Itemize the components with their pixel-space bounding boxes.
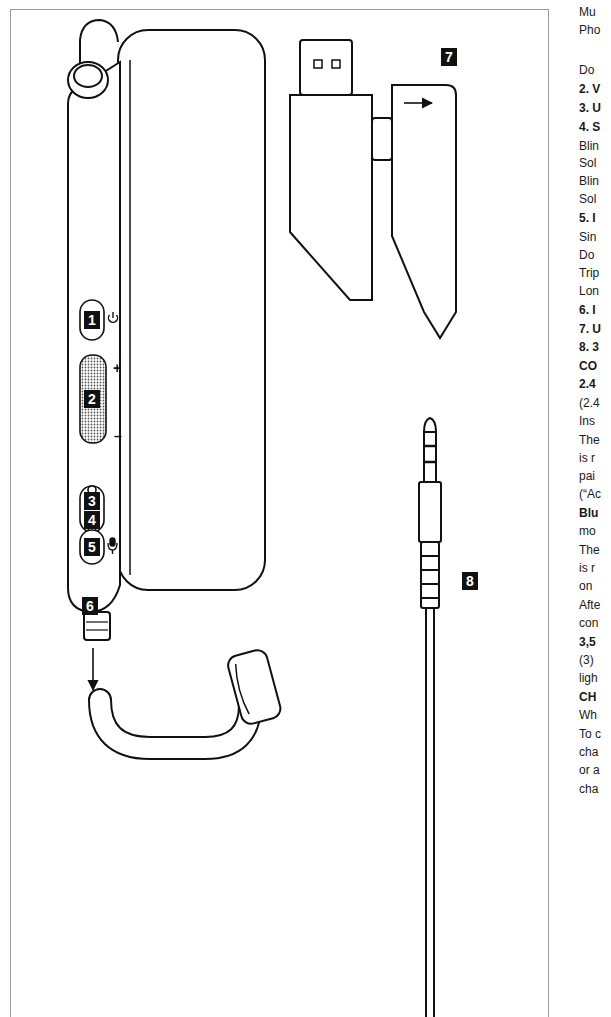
manual-text: 8. 3 xyxy=(579,340,599,354)
manual-text: is r xyxy=(579,561,595,575)
manual-text: Lon xyxy=(579,284,599,298)
manual-text: con xyxy=(579,616,598,630)
manual-text: Sol xyxy=(579,156,596,170)
audio-jack xyxy=(419,418,441,1017)
manual-text: CH xyxy=(579,690,596,704)
manual-text: Trip xyxy=(579,266,599,280)
manual-text: Ins xyxy=(579,414,595,428)
manual-text: Mu xyxy=(579,5,596,19)
mic-boom xyxy=(84,612,283,748)
callout-number: 6 xyxy=(82,597,98,615)
callout-number: 8 xyxy=(462,572,478,590)
usb-dongle xyxy=(290,40,456,338)
manual-text: Afte xyxy=(579,598,600,612)
manual-text: Sin xyxy=(579,230,596,244)
manual-text: Pho xyxy=(579,23,600,37)
manual-text: 2.4 xyxy=(579,377,596,391)
power-icon xyxy=(109,312,118,322)
manual-text: (3) xyxy=(579,653,594,667)
manual-text: 4. S xyxy=(579,120,600,134)
manual-text: CO xyxy=(579,359,597,373)
manual-text: The xyxy=(579,543,600,557)
manual-text: cha xyxy=(579,782,598,796)
buttons xyxy=(80,300,106,564)
panel-frame xyxy=(11,10,549,1017)
manual-text: Blu xyxy=(579,506,598,520)
callout-number: 2 xyxy=(84,390,100,408)
manual-text: is r xyxy=(579,451,595,465)
volume-sign: + xyxy=(113,360,121,376)
manual-text: To c xyxy=(579,727,601,741)
callout-number: 3 xyxy=(84,492,100,510)
manual-text: Blin xyxy=(579,174,599,188)
manual-text: Blin xyxy=(579,139,599,153)
manual-text: 3. U xyxy=(579,101,601,115)
manual-text: cha xyxy=(579,745,598,759)
volume-sign: – xyxy=(114,428,122,444)
manual-text: Wh xyxy=(579,708,597,722)
manual-text: on xyxy=(579,579,592,593)
manual-text: 6. I xyxy=(579,303,596,317)
callout-number: 7 xyxy=(441,48,457,66)
manual-text: (2.4 xyxy=(579,396,600,410)
callout-number: 1 xyxy=(84,311,100,329)
manual-text: 3,5 xyxy=(579,635,596,649)
ear-cup xyxy=(68,20,265,612)
callout-number: 5 xyxy=(84,538,100,556)
manual-text: 5. I xyxy=(579,211,596,225)
manual-text: ligh xyxy=(579,671,598,685)
manual-text: 2. V xyxy=(579,82,600,96)
manual-text: Do xyxy=(579,248,594,262)
manual-text: (“Ac xyxy=(579,487,601,501)
manual-text: pai xyxy=(579,469,595,483)
manual-text: The xyxy=(579,433,600,447)
manual-text: Do xyxy=(579,63,594,77)
manual-text: or a xyxy=(579,763,600,777)
callout-number: 4 xyxy=(84,511,100,529)
mic-icon xyxy=(108,538,117,554)
manual-text: Sol xyxy=(579,192,596,206)
manual-text: mo xyxy=(579,524,596,538)
manual-text: 7. U xyxy=(579,322,601,336)
